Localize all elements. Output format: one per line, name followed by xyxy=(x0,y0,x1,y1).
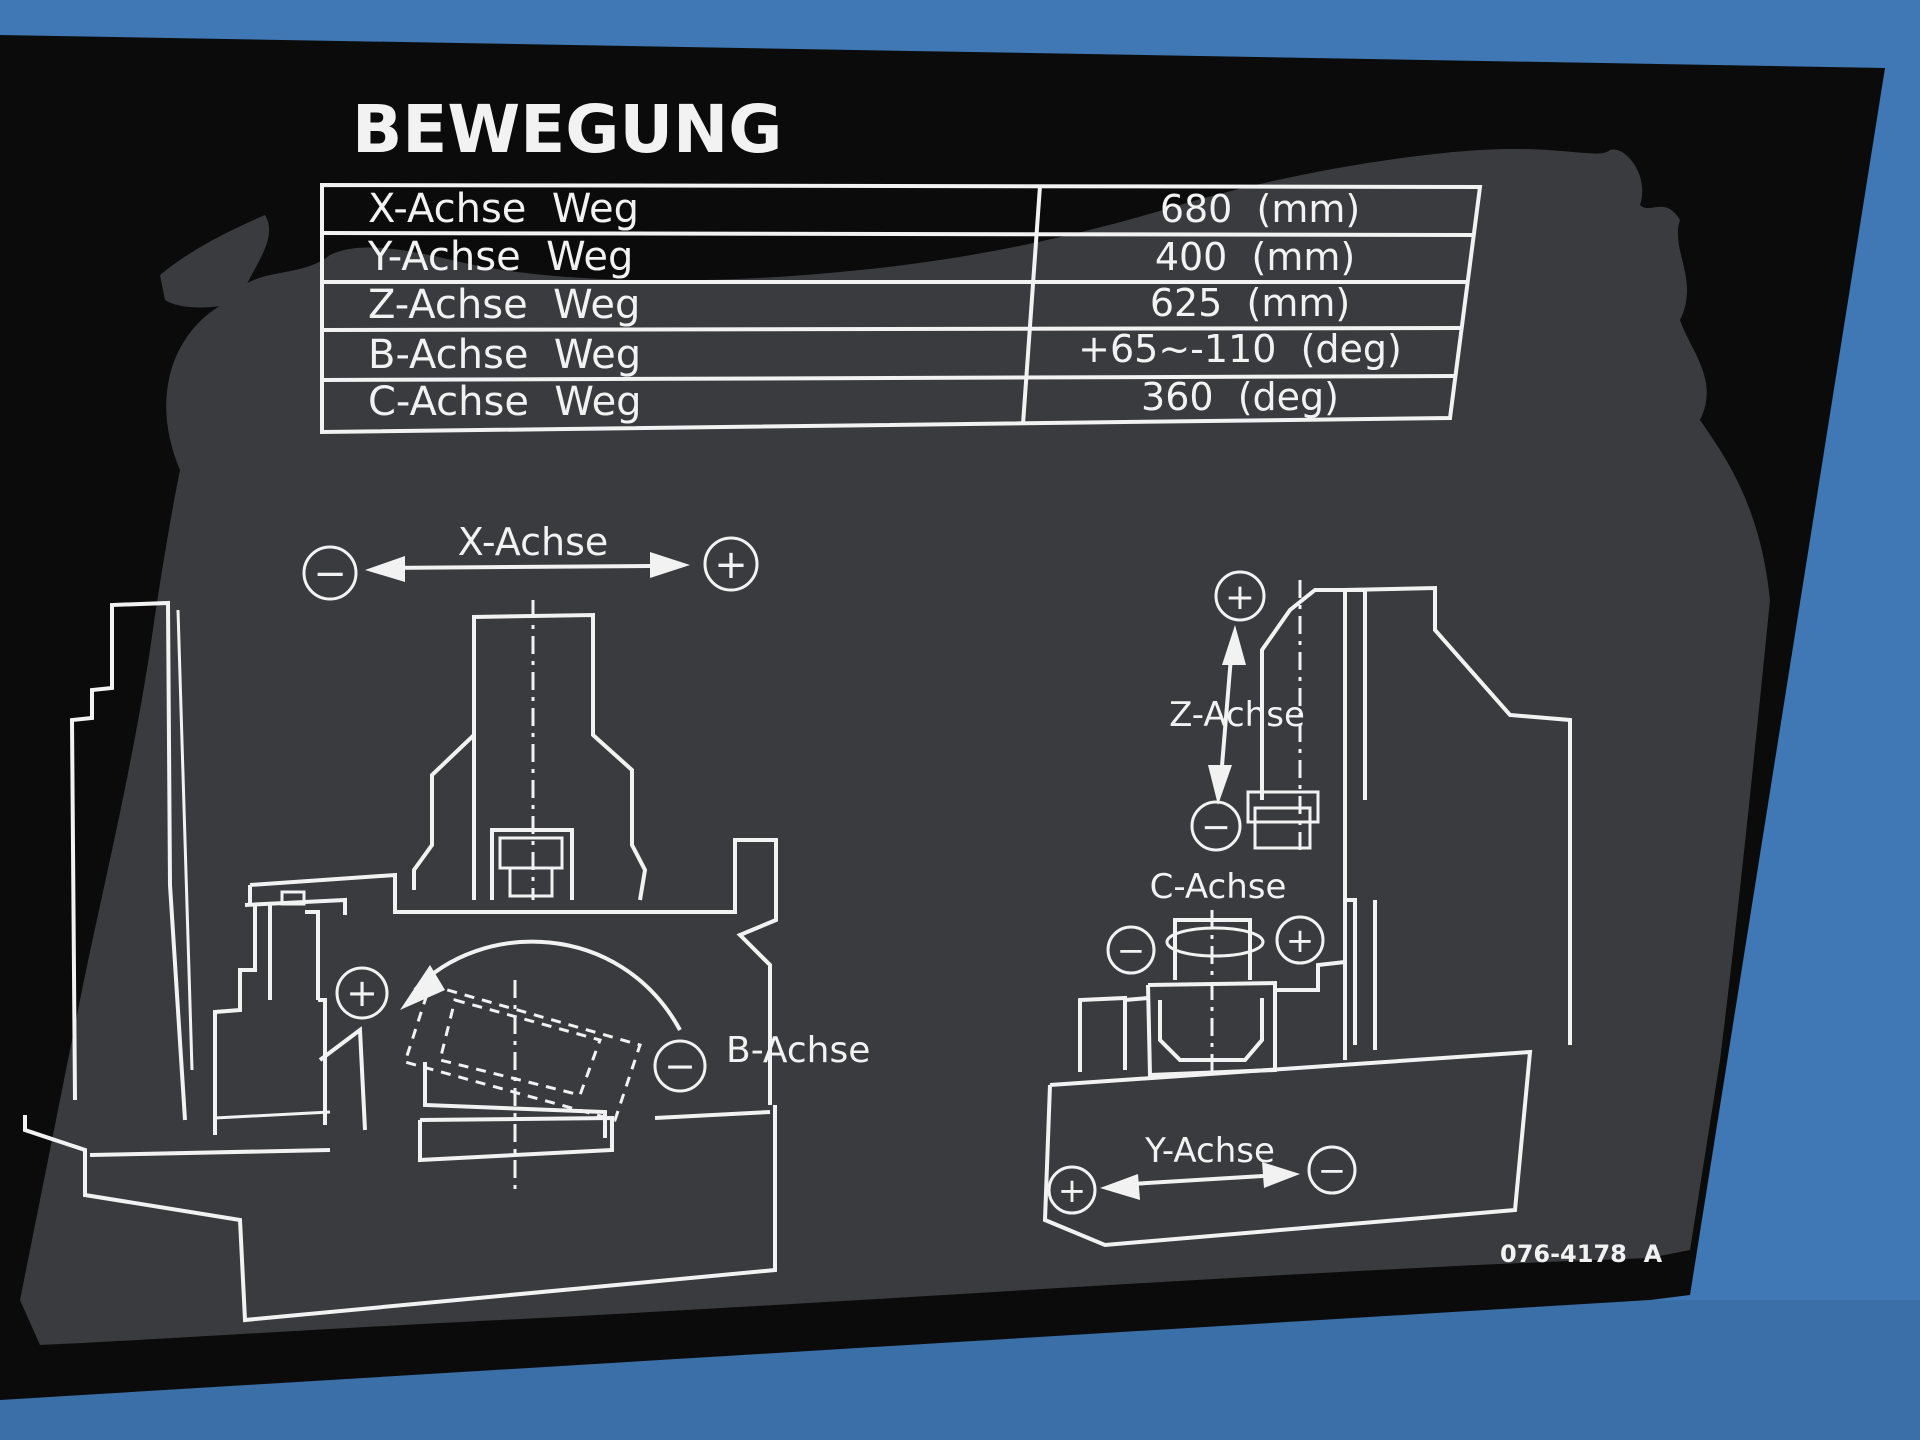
x-axis-minus-icon xyxy=(302,545,358,601)
z-axis-arrowhead-up xyxy=(1222,625,1246,665)
x-axis-plus-icon xyxy=(703,536,759,592)
machine-column xyxy=(69,600,187,1121)
b-axis-arc xyxy=(413,939,682,1031)
y-axis-plus-sign: + xyxy=(1058,1171,1087,1211)
x-axis-plus-sign: + xyxy=(714,542,748,588)
table-row-value: 400 (mm) xyxy=(1155,235,1355,279)
y-axis-arrowhead-right xyxy=(1262,1162,1300,1188)
table-row-value: +65~-110 (deg) xyxy=(1078,327,1402,371)
b-axis-label: B-Achse xyxy=(726,1030,870,1071)
x-axis-arrow xyxy=(379,564,651,570)
spindle-ram xyxy=(472,612,648,901)
b-axis-plus-icon xyxy=(335,966,389,1020)
x-axis-arrowhead-left xyxy=(365,556,405,582)
c-axis-label: C-Achse xyxy=(1150,867,1287,907)
c-axis-rotation-arrow xyxy=(1165,926,1265,958)
b-axis-plus-sign: + xyxy=(346,971,378,1015)
table-row-axis: C-Achse Weg xyxy=(368,379,642,425)
table-row-axis: Y-Achse Weg xyxy=(367,234,633,280)
c-axis-plus-icon xyxy=(1275,915,1325,965)
y-axis-plus-icon xyxy=(1047,1165,1097,1215)
side-spindle-nose xyxy=(1246,790,1320,824)
z-axis-minus-sign: − xyxy=(1201,807,1231,848)
worn-area xyxy=(20,148,1770,1345)
z-axis-arrowhead-down xyxy=(1208,765,1232,805)
c-axis-plus-sign: + xyxy=(1286,921,1315,961)
z-axis-plus-sign: + xyxy=(1225,577,1255,618)
front-view-diagram: X-Achse − + + − xyxy=(23,520,870,1323)
b-axis-minus-icon xyxy=(653,1039,707,1093)
x-axis-minus-sign: − xyxy=(313,551,347,597)
travel-table: X-Achse Weg Y-Achse Weg Z-Achse Weg B-Ac… xyxy=(320,182,1483,435)
table-row-value: 360 (deg) xyxy=(1141,375,1339,419)
x-axis-arrowhead-right xyxy=(650,552,690,578)
table-row-axis: Z-Achse Weg xyxy=(368,282,640,328)
c-axis-minus-icon xyxy=(1106,925,1156,975)
y-axis-label: Y-Achse xyxy=(1144,1131,1275,1171)
machine-base xyxy=(23,1105,777,1323)
x-axis-label: X-Achse xyxy=(458,520,609,564)
side-spindle-head xyxy=(1260,588,1367,800)
side-base xyxy=(1042,1049,1533,1248)
saddle xyxy=(249,838,778,1105)
table-border xyxy=(320,182,1483,435)
table-row-value: 680 (mm) xyxy=(1160,187,1360,231)
table-row-divider xyxy=(321,374,1456,382)
z-axis-plus-icon xyxy=(1214,570,1266,622)
table-row-axis: B-Achse Weg xyxy=(368,332,641,378)
y-axis-arrowhead-left xyxy=(1100,1174,1140,1200)
b-axis-minus-sign: − xyxy=(664,1044,696,1088)
table-row-axis: X-Achse Weg xyxy=(368,186,639,232)
table-row-divider xyxy=(321,231,1474,237)
c-axis-minus-sign: − xyxy=(1117,931,1146,971)
part-number: 076-4178 A xyxy=(1500,1240,1663,1268)
b-axis-arrowhead xyxy=(400,965,445,1010)
table-column-divider xyxy=(1021,185,1042,425)
z-axis-minus-icon xyxy=(1190,800,1242,852)
spindle-nose xyxy=(490,828,574,900)
y-axis-minus-sign: − xyxy=(1318,1151,1347,1191)
worn-spot-left xyxy=(160,215,270,308)
side-view-diagram: + Z-Achse − C-Achse − + Y-Achse + − xyxy=(1042,570,1572,1248)
title: BEWEGUNG xyxy=(352,91,782,168)
b-axis-tilted-table xyxy=(403,983,642,1122)
table-row-divider xyxy=(321,326,1461,332)
y-axis-arrow xyxy=(1114,1173,1281,1187)
z-axis-label: Z-Achse xyxy=(1169,695,1305,735)
y-axis-minus-icon xyxy=(1307,1145,1357,1195)
table-row-value: 625 (mm) xyxy=(1150,281,1350,325)
